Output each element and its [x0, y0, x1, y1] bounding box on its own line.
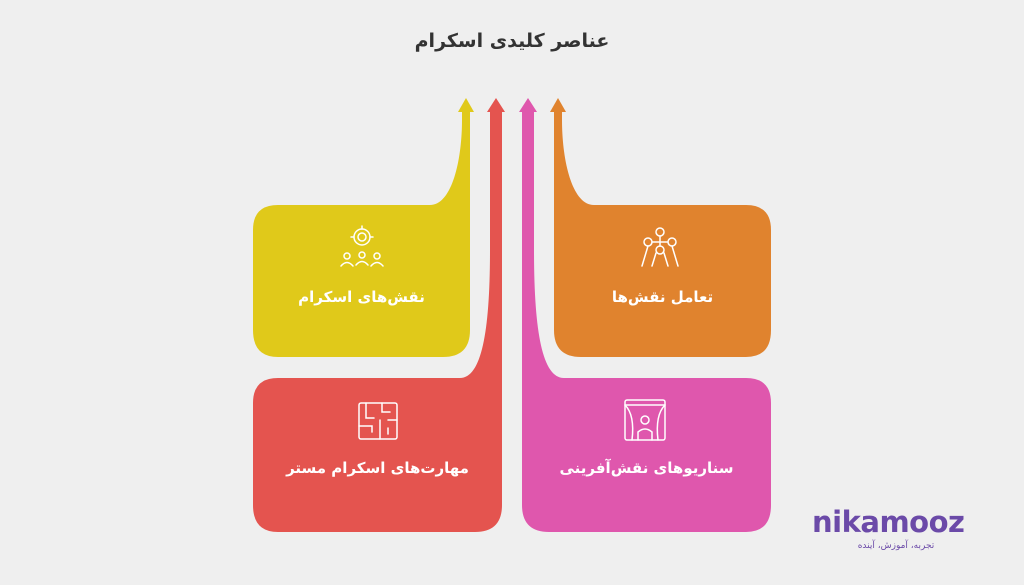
diagram-title: عناصر کلیدی اسکرام — [414, 30, 610, 52]
logo-wordmark: nikamooz — [812, 505, 965, 539]
maze-icon — [358, 402, 398, 440]
arrow-head-pink — [519, 98, 537, 112]
logo-tagline: تجربه، آموزش، آینده — [857, 541, 935, 551]
team-roles-icon — [340, 225, 384, 267]
arrow-head-orange — [550, 98, 566, 112]
card-pink-shape — [522, 112, 771, 532]
card-label-role-play-scenarios: سناریوهای نقش‌آفرینی — [559, 459, 734, 477]
card-label-role-interaction: تعامل نقش‌ها — [611, 288, 714, 306]
arrow-head-red — [487, 98, 505, 112]
network-people-icon — [641, 227, 679, 267]
theater-stage-icon — [624, 399, 666, 441]
arrow-head-yellow — [458, 98, 474, 112]
card-label-scrum-master-skills: مهارت‌های اسکرام مستر — [286, 459, 469, 477]
card-label-scrum-roles: نقش‌های اسکرام — [298, 288, 425, 306]
card-red-shape — [253, 112, 502, 532]
card-yellow-shape — [253, 112, 470, 357]
nikamooz-logo: nikamooz تجربه، آموزش، آینده — [812, 505, 982, 555]
